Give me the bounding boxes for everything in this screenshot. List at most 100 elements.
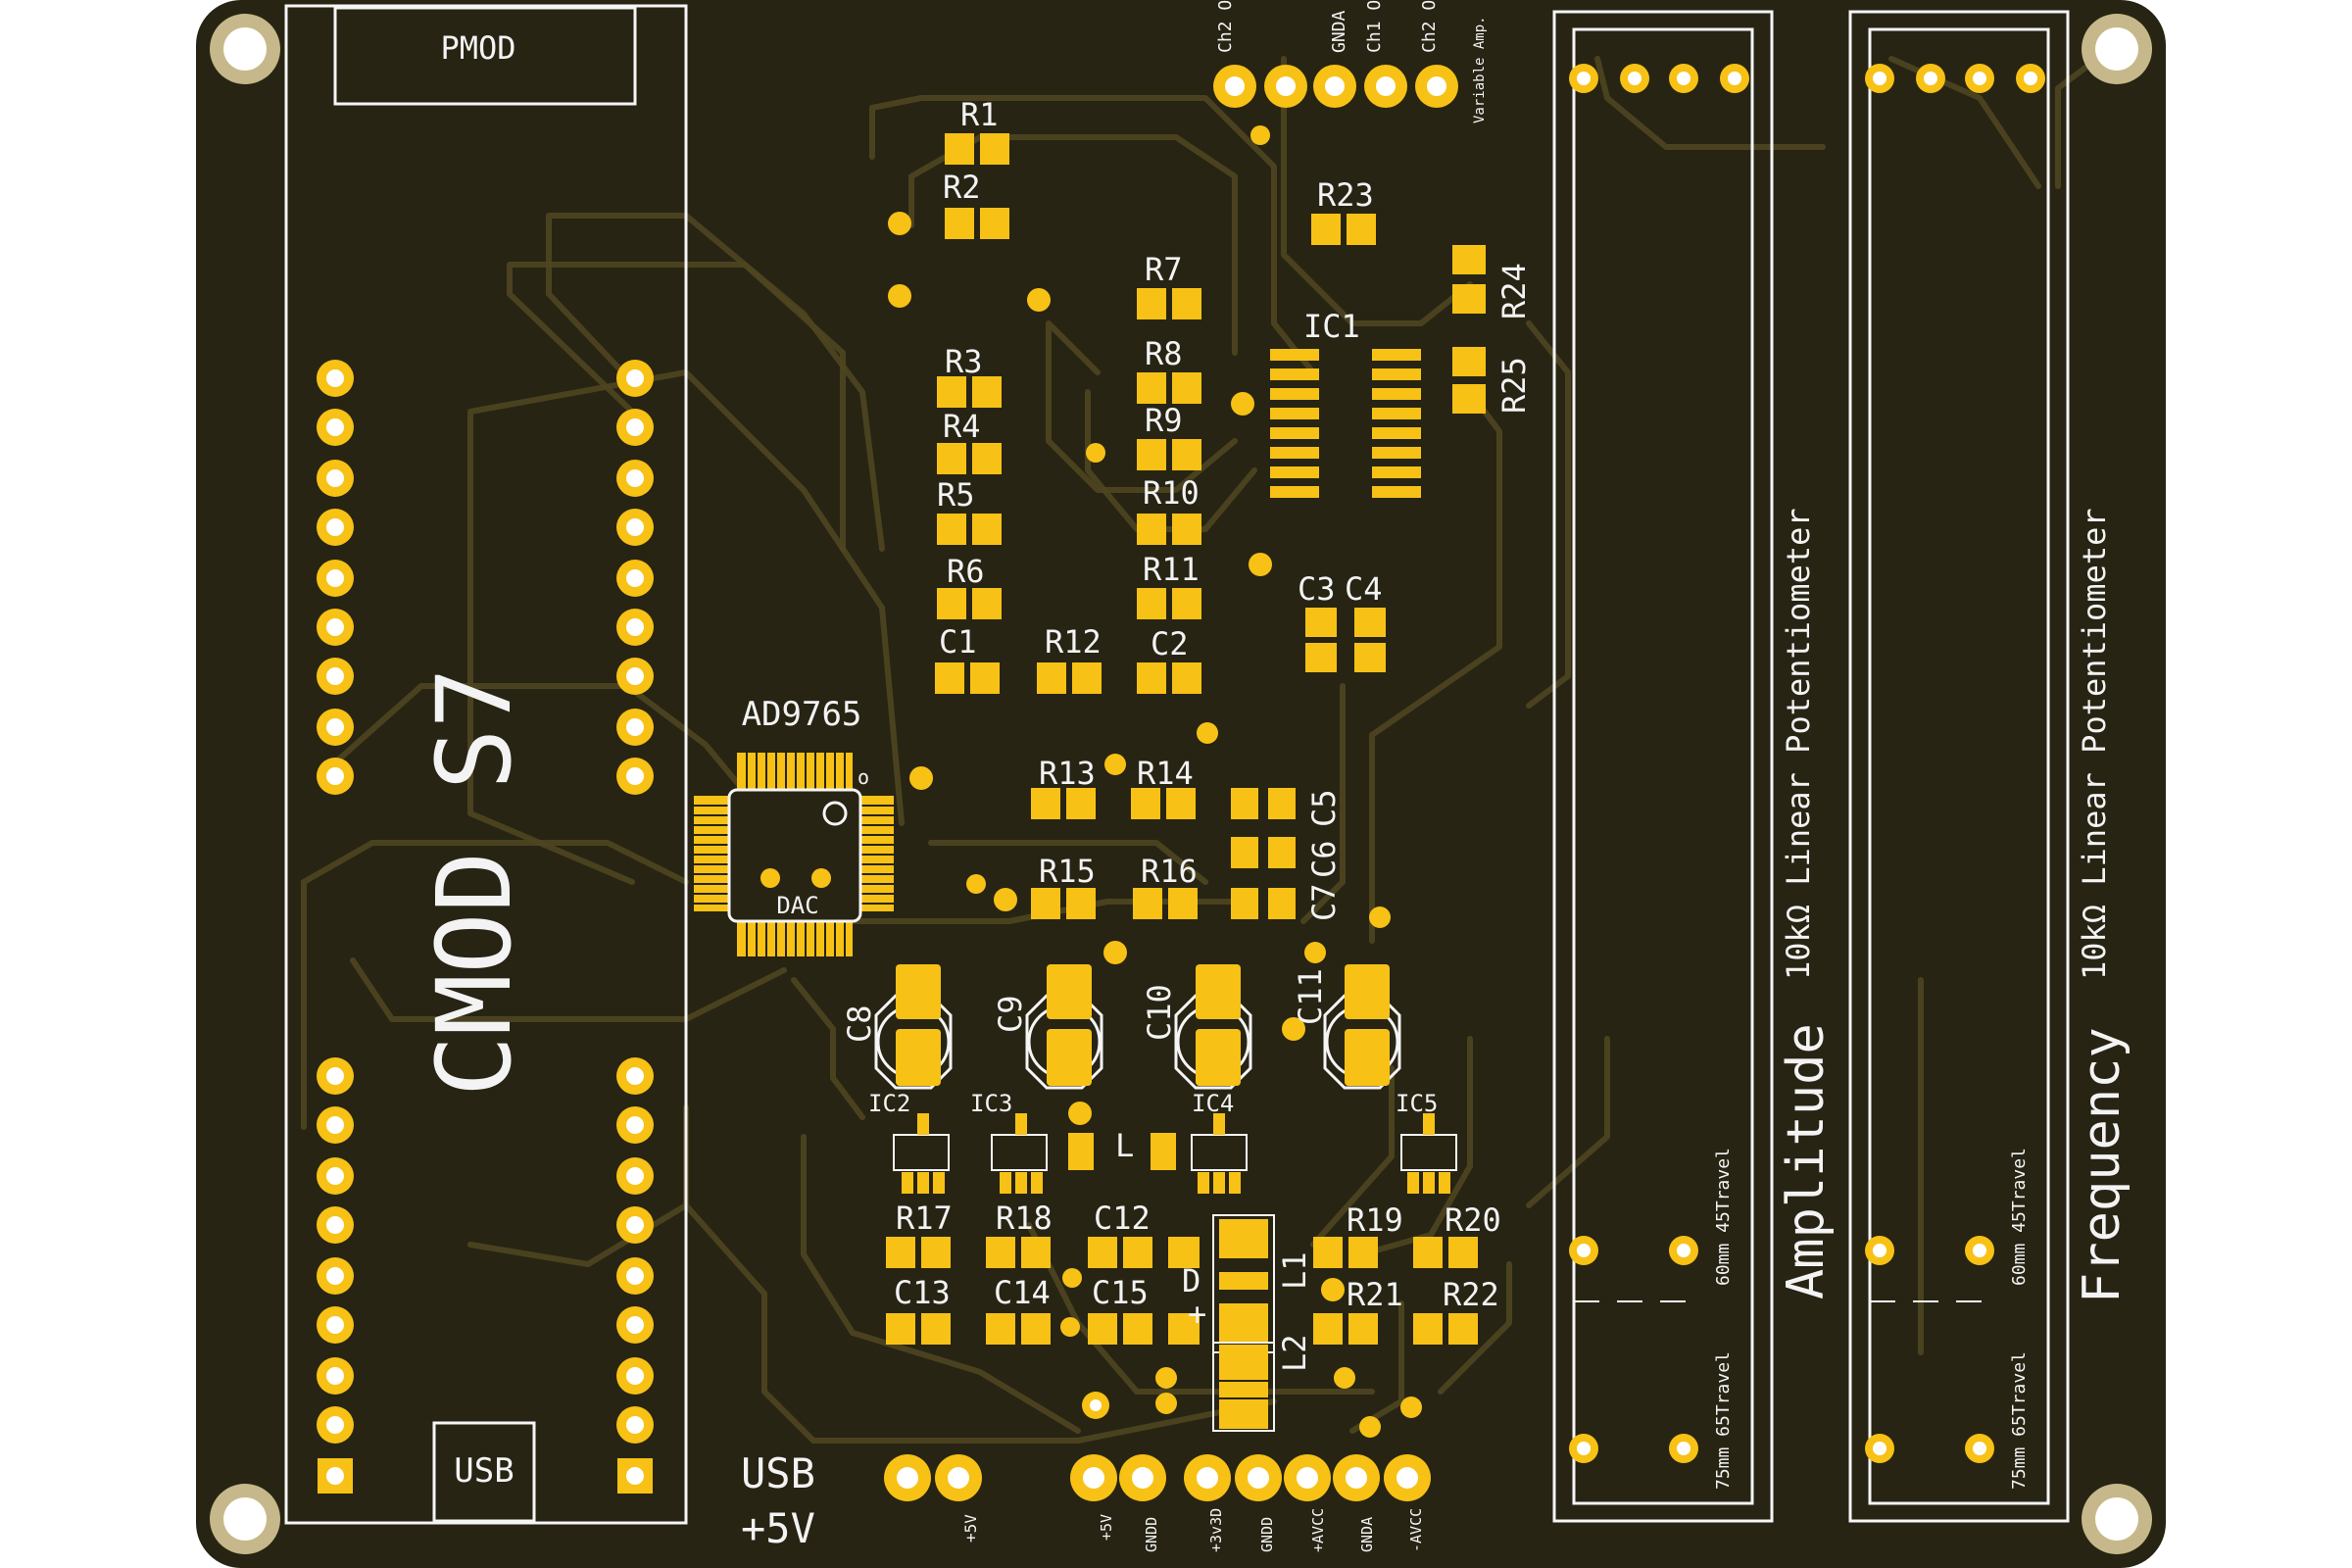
top-output-header: Ch2 Out GNDA Ch1 Out Ch2 Out Variable Am… (1213, 0, 1488, 145)
regulator-ic2 (893, 1113, 950, 1194)
frequency-description: 10kΩ Linear Potentiometer (2076, 508, 2113, 980)
label-ic4: IC4 (1192, 1090, 1234, 1117)
label-r21: R21 (1347, 1276, 1403, 1313)
label-r5: R5 (937, 476, 975, 514)
frequency-travel-short: 60mm 45Travel (2009, 1148, 2030, 1286)
label-c1: C1 (939, 623, 977, 661)
header-label-variable-amp: Variable Amp. (1472, 16, 1488, 123)
label-c2: C2 (1151, 625, 1189, 662)
power-pin-label-gnda: GNDA (1358, 1517, 1376, 1552)
header-label-gnda: GNDA (1329, 10, 1349, 53)
label-r2: R2 (943, 169, 981, 206)
capacitor-c10 (1174, 964, 1252, 1090)
cmod-pin-holes (326, 369, 644, 1485)
mounting-holes (210, 14, 2152, 1554)
power-pin-label-gndd-b: GNDD (1258, 1517, 1276, 1552)
amplitude-label: Amplitude (1777, 1023, 1836, 1299)
label-r24: R24 (1495, 263, 1533, 319)
label-c7: C7 (1305, 883, 1343, 921)
label-c13: C13 (894, 1274, 951, 1311)
regulator-ic4 (1191, 1113, 1248, 1194)
label-r19: R19 (1347, 1201, 1403, 1239)
label-c3: C3 (1298, 570, 1336, 608)
amplitude-travel-short: 60mm 45Travel (1713, 1148, 1734, 1286)
regulator-ic5 (1400, 1113, 1457, 1194)
cmod-module: PMOD USB CMOD S7 (284, 4, 688, 1525)
capacitor-c11 (1323, 964, 1401, 1090)
label-r8: R8 (1145, 335, 1183, 372)
header-label-ch1-out: Ch1 Out (1364, 0, 1385, 53)
label-c11: C11 (1292, 968, 1329, 1025)
dac-chip: AD9765 DAC o (694, 695, 894, 956)
label-r3: R3 (945, 343, 983, 380)
pmod-label: PMOD (440, 29, 515, 67)
frequency-travel-long: 75mm 65Travel (2009, 1351, 2030, 1490)
cmod-label: CMOD S7 (415, 667, 534, 1097)
label-r12: R12 (1045, 623, 1102, 661)
power-pin-label-5v: +5V (1098, 1514, 1115, 1541)
label-r10: R10 (1143, 474, 1200, 512)
usb-power-note-5v: +5V (741, 1504, 815, 1552)
label-r1: R1 (960, 96, 999, 133)
label-r17: R17 (896, 1200, 953, 1237)
small-designator-labels: IC2 IC3 IC4 IC5 (868, 1090, 1438, 1117)
label-r16: R16 (1141, 853, 1198, 890)
power-header: +5V GNDD +3v3D GNDD +AVCC GNDA -AVCC (1070, 1454, 1431, 1552)
potentiometer-amplitude: Amplitude 10kΩ Linear Potentiometer 60mm… (1552, 10, 1836, 1523)
label-ic3: IC3 (970, 1090, 1012, 1117)
amplitude-travel-long: 75mm 65Travel (1713, 1351, 1734, 1490)
label-r18: R18 (996, 1200, 1053, 1237)
label-c9: C9 (992, 995, 1029, 1033)
label-c15: C15 (1092, 1274, 1149, 1311)
label-r23: R23 (1317, 176, 1374, 214)
label-ic5: IC5 (1396, 1090, 1438, 1117)
label-c4: C4 (1345, 570, 1383, 608)
capacitor-c9 (1025, 964, 1103, 1090)
power-pin-label-avcc-plus: +AVCC (1309, 1508, 1327, 1552)
label-l2: L2 (1276, 1334, 1313, 1372)
regulator-ic3 (991, 1113, 1048, 1194)
mounting-hole-bottom-left (210, 1484, 280, 1554)
label-r4: R4 (943, 408, 981, 445)
header-label-ch2-out-b: Ch2 Out (1419, 0, 1440, 53)
label-c6: C6 (1305, 840, 1343, 878)
frequency-label: Frequency (2073, 1027, 2132, 1303)
label-plus: + (1188, 1296, 1206, 1333)
power-pin-label-3v3d: +3v3D (1207, 1508, 1225, 1552)
label-r14: R14 (1137, 755, 1194, 792)
label-ic2: IC2 (868, 1090, 910, 1117)
power-pin-label-avcc-minus: -AVCC (1407, 1508, 1425, 1552)
rotated-designator-labels: R24 R25 C5 C6 C7 C8 C9 C10 C11 L1 L2 (841, 263, 1533, 1372)
usb-header-pin-label: +5V (961, 1514, 980, 1543)
potentiometer-frequency: Frequency 10kΩ Linear Potentiometer 60mm… (1848, 10, 2132, 1523)
regulators (893, 1113, 1457, 1194)
label-r7: R7 (1145, 251, 1183, 288)
designator-labels: R1 R2 R3 R4 R5 R6 C1 R7 R8 R9 R10 R11 R1… (894, 96, 1501, 1333)
mounting-hole-top-right (2082, 14, 2152, 84)
usb-power-note-usb: USB (741, 1449, 815, 1497)
label-r9: R9 (1145, 402, 1183, 439)
dac-label: DAC (776, 892, 818, 919)
usb-power-header: +5V USB +5V (741, 1449, 982, 1552)
inductors (1212, 1214, 1275, 1432)
label-c14: C14 (994, 1274, 1051, 1311)
amplitude-description: 10kΩ Linear Potentiometer (1780, 508, 1817, 980)
label-c5: C5 (1305, 789, 1343, 827)
label-r6: R6 (947, 553, 985, 590)
vias (888, 212, 1422, 1438)
mounting-hole-top-left (210, 14, 280, 84)
label-d: D (1182, 1262, 1200, 1299)
label-r22: R22 (1443, 1276, 1499, 1313)
ic1-chip (1270, 349, 1421, 498)
label-r11: R11 (1143, 551, 1200, 588)
label-ic1: IC1 (1303, 308, 1360, 345)
label-r20: R20 (1445, 1201, 1501, 1239)
label-l: L (1115, 1127, 1134, 1164)
label-r13: R13 (1039, 755, 1096, 792)
label-c8: C8 (841, 1004, 878, 1043)
label-c12: C12 (1094, 1200, 1151, 1237)
electrolytic-capacitors (874, 964, 1401, 1090)
usb-connector-label: USB (454, 1451, 514, 1491)
label-r25: R25 (1495, 357, 1533, 414)
header-label-ch2-out-a: Ch2 Out (1215, 0, 1236, 53)
